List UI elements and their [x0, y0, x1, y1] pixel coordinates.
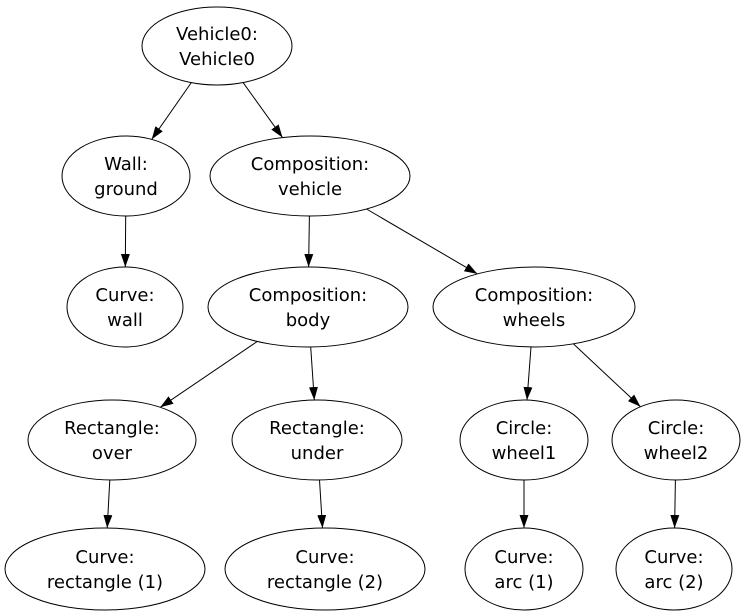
node-ellipse	[209, 135, 411, 217]
node-curve_wall: Curve: wall	[66, 266, 184, 348]
node-ellipse	[464, 527, 584, 611]
node-label-line1: Curve:	[494, 547, 553, 568]
node-label-line2: arc (2)	[644, 572, 703, 593]
node-label-line2: ground	[94, 179, 158, 200]
node-label-line1: Circle:	[648, 418, 705, 439]
node-label-line2: over	[92, 443, 133, 464]
node-label-line2: wheels	[503, 310, 566, 331]
node-curve_rectangle_2: Curve: rectangle (2)	[224, 527, 426, 611]
node-rectangle_over: Rectangle: over	[27, 399, 197, 481]
edge-composition_wheels-to-circle_wheel1	[523, 346, 533, 401]
node-label-line2: arc (1)	[494, 572, 553, 593]
edges-layer	[103, 82, 680, 529]
node-label-line2: wheel2	[644, 443, 709, 464]
node-curve_arc_1: Curve: arc (1)	[464, 527, 584, 611]
edge-composition_vehicle-to-composition_wheels	[366, 208, 478, 275]
node-ellipse	[4, 527, 206, 611]
node-label-line1: Rectangle:	[64, 418, 160, 439]
node-ellipse	[231, 399, 403, 481]
node-label-line1: Composition:	[249, 285, 367, 306]
node-label-line1: Composition:	[475, 285, 593, 306]
node-label-line1: Vehicle0:	[176, 24, 258, 45]
node-curve_arc_2: Curve: arc (2)	[615, 527, 733, 611]
node-ellipse	[141, 6, 293, 86]
edge-rectangle_over-to-curve_rectangle_1	[103, 479, 113, 529]
node-label-line2: body	[286, 310, 331, 331]
node-rectangle_under: Rectangle: under	[231, 399, 403, 481]
node-ellipse	[207, 266, 409, 348]
node-composition_vehicle: Composition: vehicle	[209, 135, 411, 217]
node-label-line1: Curve:	[75, 547, 134, 568]
node-label-line1: Curve:	[95, 285, 154, 306]
edge-vehicle0-to-composition_vehicle	[242, 82, 283, 138]
node-ellipse	[611, 399, 741, 481]
node-ellipse	[61, 135, 191, 217]
node-label-line1: Composition:	[251, 154, 369, 175]
node-ellipse	[459, 399, 589, 481]
node-label-line2: rectangle (1)	[47, 572, 163, 593]
edge-composition_body-to-rectangle_under	[308, 346, 318, 401]
node-ellipse	[66, 266, 184, 348]
edge-rectangle_under-to-curve_rectangle_2	[317, 479, 327, 529]
edge-circle_wheel2-to-curve_arc_2	[670, 479, 680, 529]
node-label-line2: under	[291, 443, 344, 464]
node-label-line1: Rectangle:	[269, 418, 365, 439]
edge-composition_wheels-to-circle_wheel2	[572, 343, 641, 408]
node-composition_body: Composition: body	[207, 266, 409, 348]
node-composition_wheels: Composition: wheels	[432, 266, 636, 348]
node-circle_wheel2: Circle: wheel2	[611, 399, 741, 481]
node-wall_ground: Wall: ground	[61, 135, 191, 217]
edge-composition_body-to-rectangle_over	[160, 341, 258, 408]
nodes-layer: Vehicle0:Vehicle0Wall:groundComposition:…	[4, 6, 741, 611]
node-vehicle0: Vehicle0: Vehicle0	[141, 6, 293, 86]
node-label-line1: Wall:	[104, 154, 148, 175]
node-circle_wheel1: Circle: wheel1	[459, 399, 589, 481]
edge-vehicle0-to-wall_ground	[151, 82, 192, 140]
node-label-line2: wheel1	[492, 443, 557, 464]
node-ellipse	[224, 527, 426, 611]
node-label-line2: rectangle (2)	[267, 572, 383, 593]
node-label-line2: wall	[107, 310, 143, 331]
node-ellipse	[27, 399, 197, 481]
node-curve_rectangle_1: Curve: rectangle (1)	[4, 527, 206, 611]
node-ellipse	[432, 266, 636, 348]
node-label-line1: Circle:	[496, 418, 553, 439]
edge-composition_vehicle-to-composition_body	[304, 215, 314, 268]
node-ellipse	[615, 527, 733, 611]
node-label-line2: Vehicle0	[179, 49, 255, 70]
node-label-line2: vehicle	[278, 179, 342, 200]
node-label-line1: Curve:	[295, 547, 354, 568]
node-label-line1: Curve:	[644, 547, 703, 568]
